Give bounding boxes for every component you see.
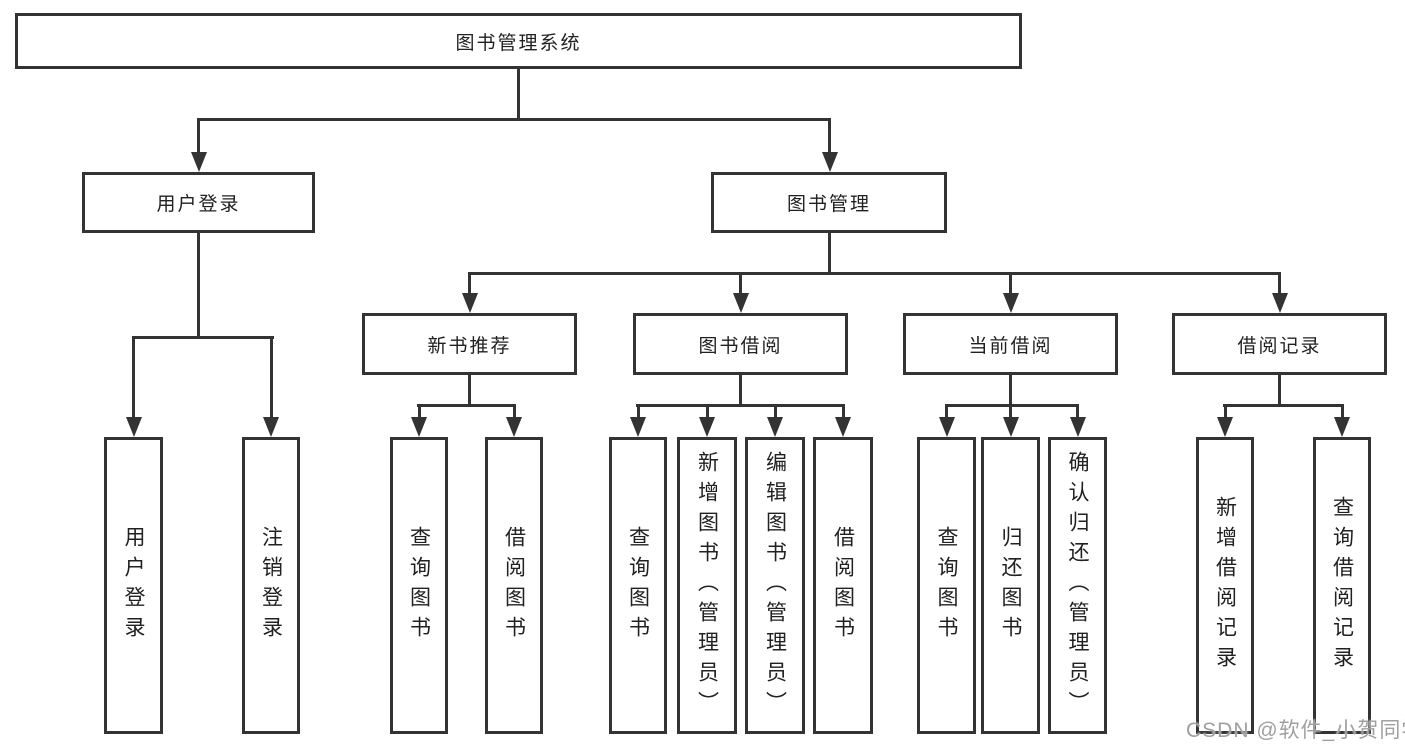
leaf-edit-book-admin: 编辑图书（管理员） <box>745 437 805 734</box>
leaf-borrow-books: 借阅图书 <box>813 437 873 734</box>
arrowhead-down-icon <box>835 417 851 437</box>
arrowhead-down-icon <box>732 293 749 313</box>
arrowhead-down-icon <box>1334 417 1350 437</box>
node-user-login: 用户登录 <box>82 172 315 233</box>
connector-line <box>1009 404 1012 419</box>
arrowhead-down-icon <box>125 417 142 437</box>
connector-line <box>1009 272 1012 295</box>
leaf-query-books-current-label: 查询图书 <box>935 525 958 646</box>
node-book-borrow-label: 图书借阅 <box>698 335 783 357</box>
connector-line <box>417 404 516 407</box>
arrowhead-down-icon <box>630 417 646 437</box>
connector-line <box>197 118 200 154</box>
connector-line <box>468 272 1281 275</box>
leaf-borrow-books-label: 借阅图书 <box>831 525 855 646</box>
connector-line <box>739 375 742 406</box>
leaf-query-books-borrow-label: 查询图书 <box>626 525 650 646</box>
arrowhead-down-icon <box>938 417 955 437</box>
node-book-borrow: 图书借阅 <box>633 313 848 375</box>
arrowhead-down-icon <box>263 417 279 437</box>
leaf-borrow-books-recommend-label: 借阅图书 <box>502 525 526 646</box>
connector-line <box>417 404 421 419</box>
node-book-management-label: 图书管理 <box>786 194 871 215</box>
node-new-book-recommend: 新书推荐 <box>362 313 577 375</box>
arrowhead-down-icon <box>1069 417 1086 437</box>
connector-line <box>636 404 845 407</box>
leaf-add-borrow-record-label: 新增借阅记录 <box>1213 495 1237 676</box>
leaf-user-login: 用户登录 <box>104 437 163 734</box>
leaf-query-borrow-record-label: 查询借阅记录 <box>1330 495 1354 676</box>
connector-line <box>945 404 948 419</box>
leaf-user-login-label: 用户登录 <box>122 525 145 646</box>
leaf-query-books-current: 查询图书 <box>917 437 976 734</box>
node-new-book-recommend-label: 新书推荐 <box>427 335 512 357</box>
leaf-return-book-label: 归还图书 <box>999 525 1022 646</box>
node-current-borrow-label: 当前借阅 <box>968 335 1053 357</box>
connector-line <box>828 118 831 154</box>
leaf-query-borrow-record: 查询借阅记录 <box>1313 437 1371 734</box>
connector-line <box>517 66 520 121</box>
connector-line <box>705 404 709 419</box>
connector-line <box>636 404 640 419</box>
leaf-add-borrow-record: 新增借阅记录 <box>1196 437 1254 734</box>
connector-line <box>197 233 200 338</box>
connector-line <box>1278 272 1281 295</box>
leaf-query-books-borrow: 查询图书 <box>609 437 667 734</box>
arrowhead-down-icon <box>411 417 427 437</box>
connector-line <box>1340 404 1344 419</box>
leaf-edit-book-admin-label: 编辑图书（管理员） <box>763 450 787 721</box>
connector-line <box>1278 375 1281 406</box>
connector-line <box>269 336 273 419</box>
arrowhead-down-icon <box>1217 417 1233 437</box>
leaf-logout-label: 注销登录 <box>259 525 283 646</box>
node-borrow-records: 借阅记录 <box>1172 313 1387 375</box>
node-current-borrow: 当前借阅 <box>903 313 1118 375</box>
arrowhead-down-icon <box>1271 293 1288 313</box>
arrowhead-down-icon <box>699 417 715 437</box>
connector-line <box>773 404 777 419</box>
node-borrow-records-label: 借阅记录 <box>1237 335 1322 357</box>
connector-line <box>945 404 1079 407</box>
node-book-management: 图书管理 <box>711 172 947 233</box>
connector-line <box>512 404 516 419</box>
connector-line <box>1223 404 1227 419</box>
connector-line <box>1223 404 1344 407</box>
node-user-login-label: 用户登录 <box>156 194 241 215</box>
leaf-return-book: 归还图书 <box>981 437 1040 734</box>
arrowhead-down-icon <box>767 417 783 437</box>
arrowhead-down-icon <box>506 417 522 437</box>
connector-line <box>1009 375 1012 406</box>
arrowhead-down-icon <box>1002 417 1019 437</box>
connector-line <box>197 118 831 121</box>
connector-line <box>132 336 135 419</box>
arrowhead-down-icon <box>821 152 838 172</box>
leaf-add-book-admin-label: 新增图书（管理员） <box>695 450 719 721</box>
connector-line <box>828 233 831 274</box>
leaf-borrow-books-recommend: 借阅图书 <box>485 437 543 734</box>
connector-line <box>468 272 471 295</box>
connector-line <box>739 272 742 295</box>
node-root: 图书管理系统 <box>15 13 1022 69</box>
arrowhead-down-icon <box>1002 293 1019 313</box>
arrowhead-down-icon <box>461 293 478 313</box>
connector-line <box>132 336 274 339</box>
leaf-confirm-return-admin-label: 确认归还（管理员） <box>1066 450 1089 721</box>
leaf-logout: 注销登录 <box>242 437 300 734</box>
connector-line <box>1076 404 1079 419</box>
connector-line <box>468 375 471 406</box>
leaf-confirm-return-admin: 确认归还（管理员） <box>1048 437 1107 734</box>
leaf-query-books-recommend: 查询图书 <box>390 437 448 734</box>
arrowhead-down-icon <box>190 152 207 172</box>
watermark: CSDN @软件_小贺同学 <box>1186 719 1405 742</box>
leaf-add-book-admin: 新增图书（管理员） <box>677 437 737 734</box>
connector-line <box>841 404 845 419</box>
leaf-query-books-recommend-label: 查询图书 <box>407 525 431 646</box>
node-root-label: 图书管理系统 <box>455 32 582 54</box>
